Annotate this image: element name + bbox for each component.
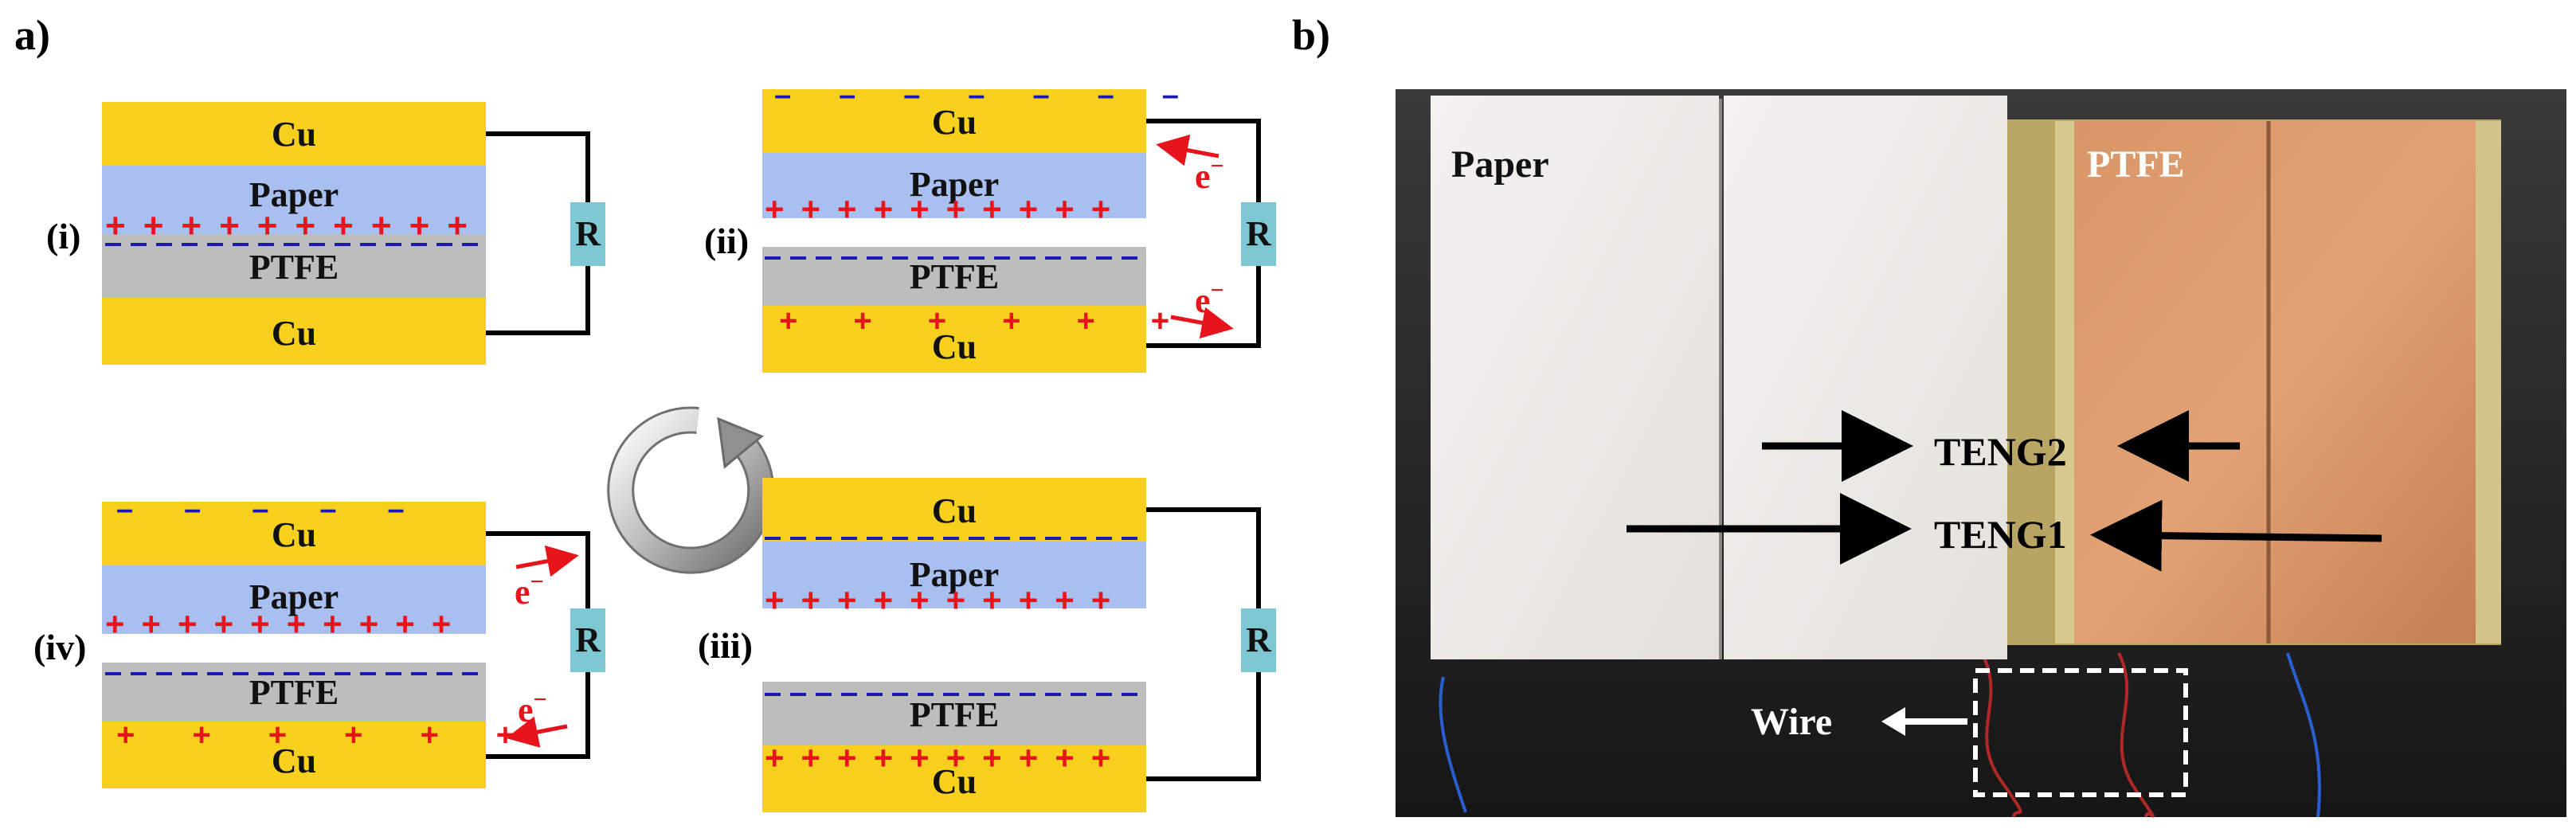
paper-sheet — [1431, 96, 1719, 659]
blue-wire — [2286, 652, 2321, 818]
resistor-label: R — [575, 620, 601, 659]
cu-label: Cu — [272, 515, 316, 554]
paper-label: Paper — [249, 175, 339, 214]
red-wire — [2117, 652, 2155, 818]
resistor-label: R — [575, 214, 601, 253]
cu-label: Cu — [932, 762, 977, 801]
teng1-arrow-right — [2090, 499, 2382, 572]
cu-bottom-layer — [762, 745, 1146, 812]
positive-charges-bottom: ++++++ — [779, 303, 1225, 338]
electron-flow-arrow — [1156, 134, 1219, 166]
blue-wire — [1439, 676, 1467, 813]
positive-charges: ++++++++++ — [765, 581, 1127, 619]
paper-label: Paper — [910, 555, 999, 594]
cu-label: Cu — [932, 103, 977, 142]
paper-layer — [762, 542, 1146, 608]
paper-layer — [762, 153, 1146, 218]
cu-top-layer — [102, 502, 486, 565]
cu-label: Cu — [932, 327, 977, 366]
ptfe-label: PTFE — [249, 673, 339, 712]
resistor — [570, 608, 605, 672]
stage-ii-label: (ii) — [704, 221, 749, 261]
electron-flow-arrow — [1170, 307, 1234, 339]
resistor-label: R — [1246, 214, 1272, 253]
ptfe-label: PTFE — [910, 257, 999, 296]
electron-label: e− — [1195, 277, 1224, 320]
wire-callout-arrowhead — [1881, 707, 1905, 736]
positive-charges-bottom: ++++++ — [116, 718, 572, 753]
resistor-label: R — [1246, 620, 1272, 659]
electron-label: e− — [515, 569, 544, 612]
teng2-label: TENG2 — [1934, 429, 2067, 474]
electron-label: e− — [1195, 153, 1224, 196]
paper-photo-label: Paper — [1451, 143, 1549, 186]
device-photo: Paper PTFE TENG2 TENG1 Wire — [1396, 89, 2566, 818]
ptfe-photo-label: PTFE — [2087, 143, 2185, 186]
negative-charges-top: ––––– — [116, 493, 456, 526]
panel-b-label: b) — [1292, 11, 1330, 59]
stage-i-label: (i) — [46, 216, 80, 256]
cu-top-layer — [102, 102, 486, 166]
ptfe-label: PTFE — [249, 248, 339, 287]
stage-iii-label: (iii) — [698, 625, 753, 666]
resistor — [1241, 202, 1276, 266]
paper-layer — [102, 565, 486, 634]
stage-iv-diagram: Cu Paper PTFE Cu ––––– ++++++++++ ++++++… — [33, 493, 605, 788]
ptfe-edge — [2055, 121, 2074, 643]
cu-top-layer — [762, 89, 1146, 153]
electron-label: e− — [518, 686, 547, 729]
positive-charges: ++++++++++ — [105, 206, 485, 245]
cu-bottom-layer — [762, 306, 1146, 373]
cu-bottom-layer — [102, 722, 486, 788]
electron-flow-arrow — [515, 545, 579, 577]
panel-a-label: a) — [14, 11, 50, 59]
ptfe-edge — [2476, 121, 2501, 643]
resistor — [570, 202, 605, 266]
electron-flow-arrow — [506, 716, 568, 748]
cu-label: Cu — [932, 491, 977, 530]
positive-charges: ++++++++++ — [765, 190, 1127, 228]
cu-bottom-layer — [102, 298, 486, 365]
positive-charges: ++++++++++ — [105, 605, 468, 643]
wire-label: Wire — [1751, 701, 1832, 743]
paper-label: Paper — [910, 165, 999, 204]
cu-label: Cu — [272, 115, 316, 154]
ptfe-label: PTFE — [910, 695, 999, 734]
positive-charges-bottom: ++++++++++ — [765, 739, 1127, 776]
teng1-label: TENG1 — [1934, 512, 2067, 557]
cycle-arrow-icon — [607, 406, 775, 574]
negative-charges-top: ––––––– — [774, 79, 1227, 112]
paper-label: Paper — [249, 577, 339, 616]
stage-iv-label: (iv) — [33, 627, 86, 667]
ptfe-layer — [762, 682, 1146, 745]
cu-label: Cu — [272, 741, 316, 780]
cu-label: Cu — [272, 314, 316, 353]
resistor — [1241, 608, 1276, 672]
paper-layer — [102, 166, 486, 234]
stage-iii-diagram: Cu Paper PTFE Cu ++++++++++ ++++++++++ R… — [698, 478, 1276, 812]
stage-i-diagram: Cu Paper PTFE Cu ++++++++++ R (i) — [46, 102, 605, 365]
wire-highlight-box — [1973, 668, 2188, 797]
copper-electrode — [2071, 121, 2479, 643]
red-wire — [1980, 652, 2022, 818]
stage-ii-diagram: Cu Paper PTFE Cu ––––––– ++++++++++ ++++… — [704, 79, 1276, 373]
cu-top-layer — [762, 478, 1146, 542]
paper-sheet — [1724, 96, 2007, 659]
